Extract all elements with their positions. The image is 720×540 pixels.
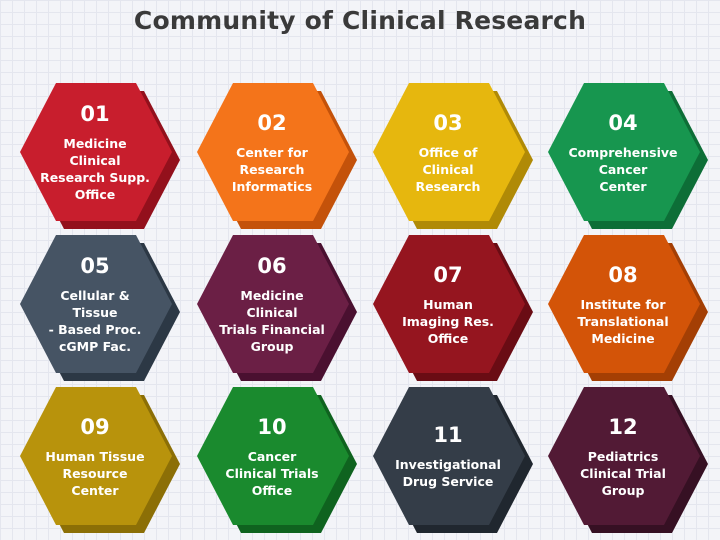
tile-number: 01 bbox=[80, 102, 110, 126]
tile-number: 07 bbox=[433, 262, 463, 287]
tile-label: Comprehensive Cancer Center bbox=[568, 144, 678, 194]
hexagon-face bbox=[197, 235, 349, 373]
page-title: Community of Clinical Research bbox=[133, 6, 587, 35]
tile-label: Investigational Drug Service bbox=[395, 457, 501, 489]
tile-number: 02 bbox=[257, 110, 287, 135]
hexagon-face bbox=[197, 387, 349, 525]
hexagon-shape bbox=[373, 83, 533, 229]
tile-label: Cellular & Tissue - Based Proc. cGMP Fac… bbox=[48, 288, 142, 354]
tile-label: Human Tissue Resource Center bbox=[45, 448, 145, 498]
tile-number: 10 bbox=[257, 414, 287, 439]
tile-label: Institute for Translational Medicine bbox=[577, 296, 669, 346]
hexagon-face bbox=[373, 235, 525, 373]
tile-label: Center for Research Informatics bbox=[231, 144, 313, 194]
hexagon-shape bbox=[197, 235, 357, 381]
hexagon-face bbox=[548, 83, 700, 221]
tile-number: 03 bbox=[433, 110, 463, 135]
tile-label: Medicine Clinical Research Supp. Office bbox=[40, 136, 150, 202]
hexagon-shape bbox=[20, 83, 180, 229]
hexagon-face bbox=[20, 83, 172, 221]
hexagon-shape bbox=[548, 387, 708, 533]
tile-label: Medicine Clinical Trials Financial Group bbox=[219, 288, 325, 354]
hexagon-face bbox=[20, 235, 172, 373]
tile-number: 08 bbox=[608, 262, 638, 287]
tile-number: 09 bbox=[80, 414, 110, 439]
tile-label: Cancer Clinical Trials Office bbox=[225, 448, 319, 498]
hexagon-face bbox=[548, 235, 700, 373]
hexagon-shape bbox=[373, 235, 533, 381]
hexagon-shape bbox=[197, 387, 357, 533]
hexagon-shape bbox=[373, 387, 533, 533]
hexagon-shape bbox=[20, 235, 180, 381]
hexagon-shape bbox=[548, 235, 708, 381]
tile-label: Human Imaging Res. Office bbox=[402, 296, 494, 346]
tile-number: 06 bbox=[257, 254, 287, 278]
hexagon-shape bbox=[548, 83, 708, 229]
hexagon-face bbox=[373, 83, 525, 221]
hexagon-face bbox=[20, 387, 172, 525]
tile-number: 04 bbox=[608, 110, 638, 135]
tile-number: 12 bbox=[608, 414, 638, 439]
tile-number: 05 bbox=[80, 254, 110, 278]
tile-label: Office of Clinical Research bbox=[415, 144, 481, 194]
hexagon-face bbox=[548, 387, 700, 525]
tile-label: Pediatrics Clinical Trial Group bbox=[580, 448, 666, 498]
tile-number: 11 bbox=[433, 423, 463, 447]
hexagon-shape bbox=[20, 387, 180, 533]
hexagon-shape bbox=[197, 83, 357, 229]
hexagon-face bbox=[373, 387, 525, 525]
hexagon-face bbox=[197, 83, 349, 221]
